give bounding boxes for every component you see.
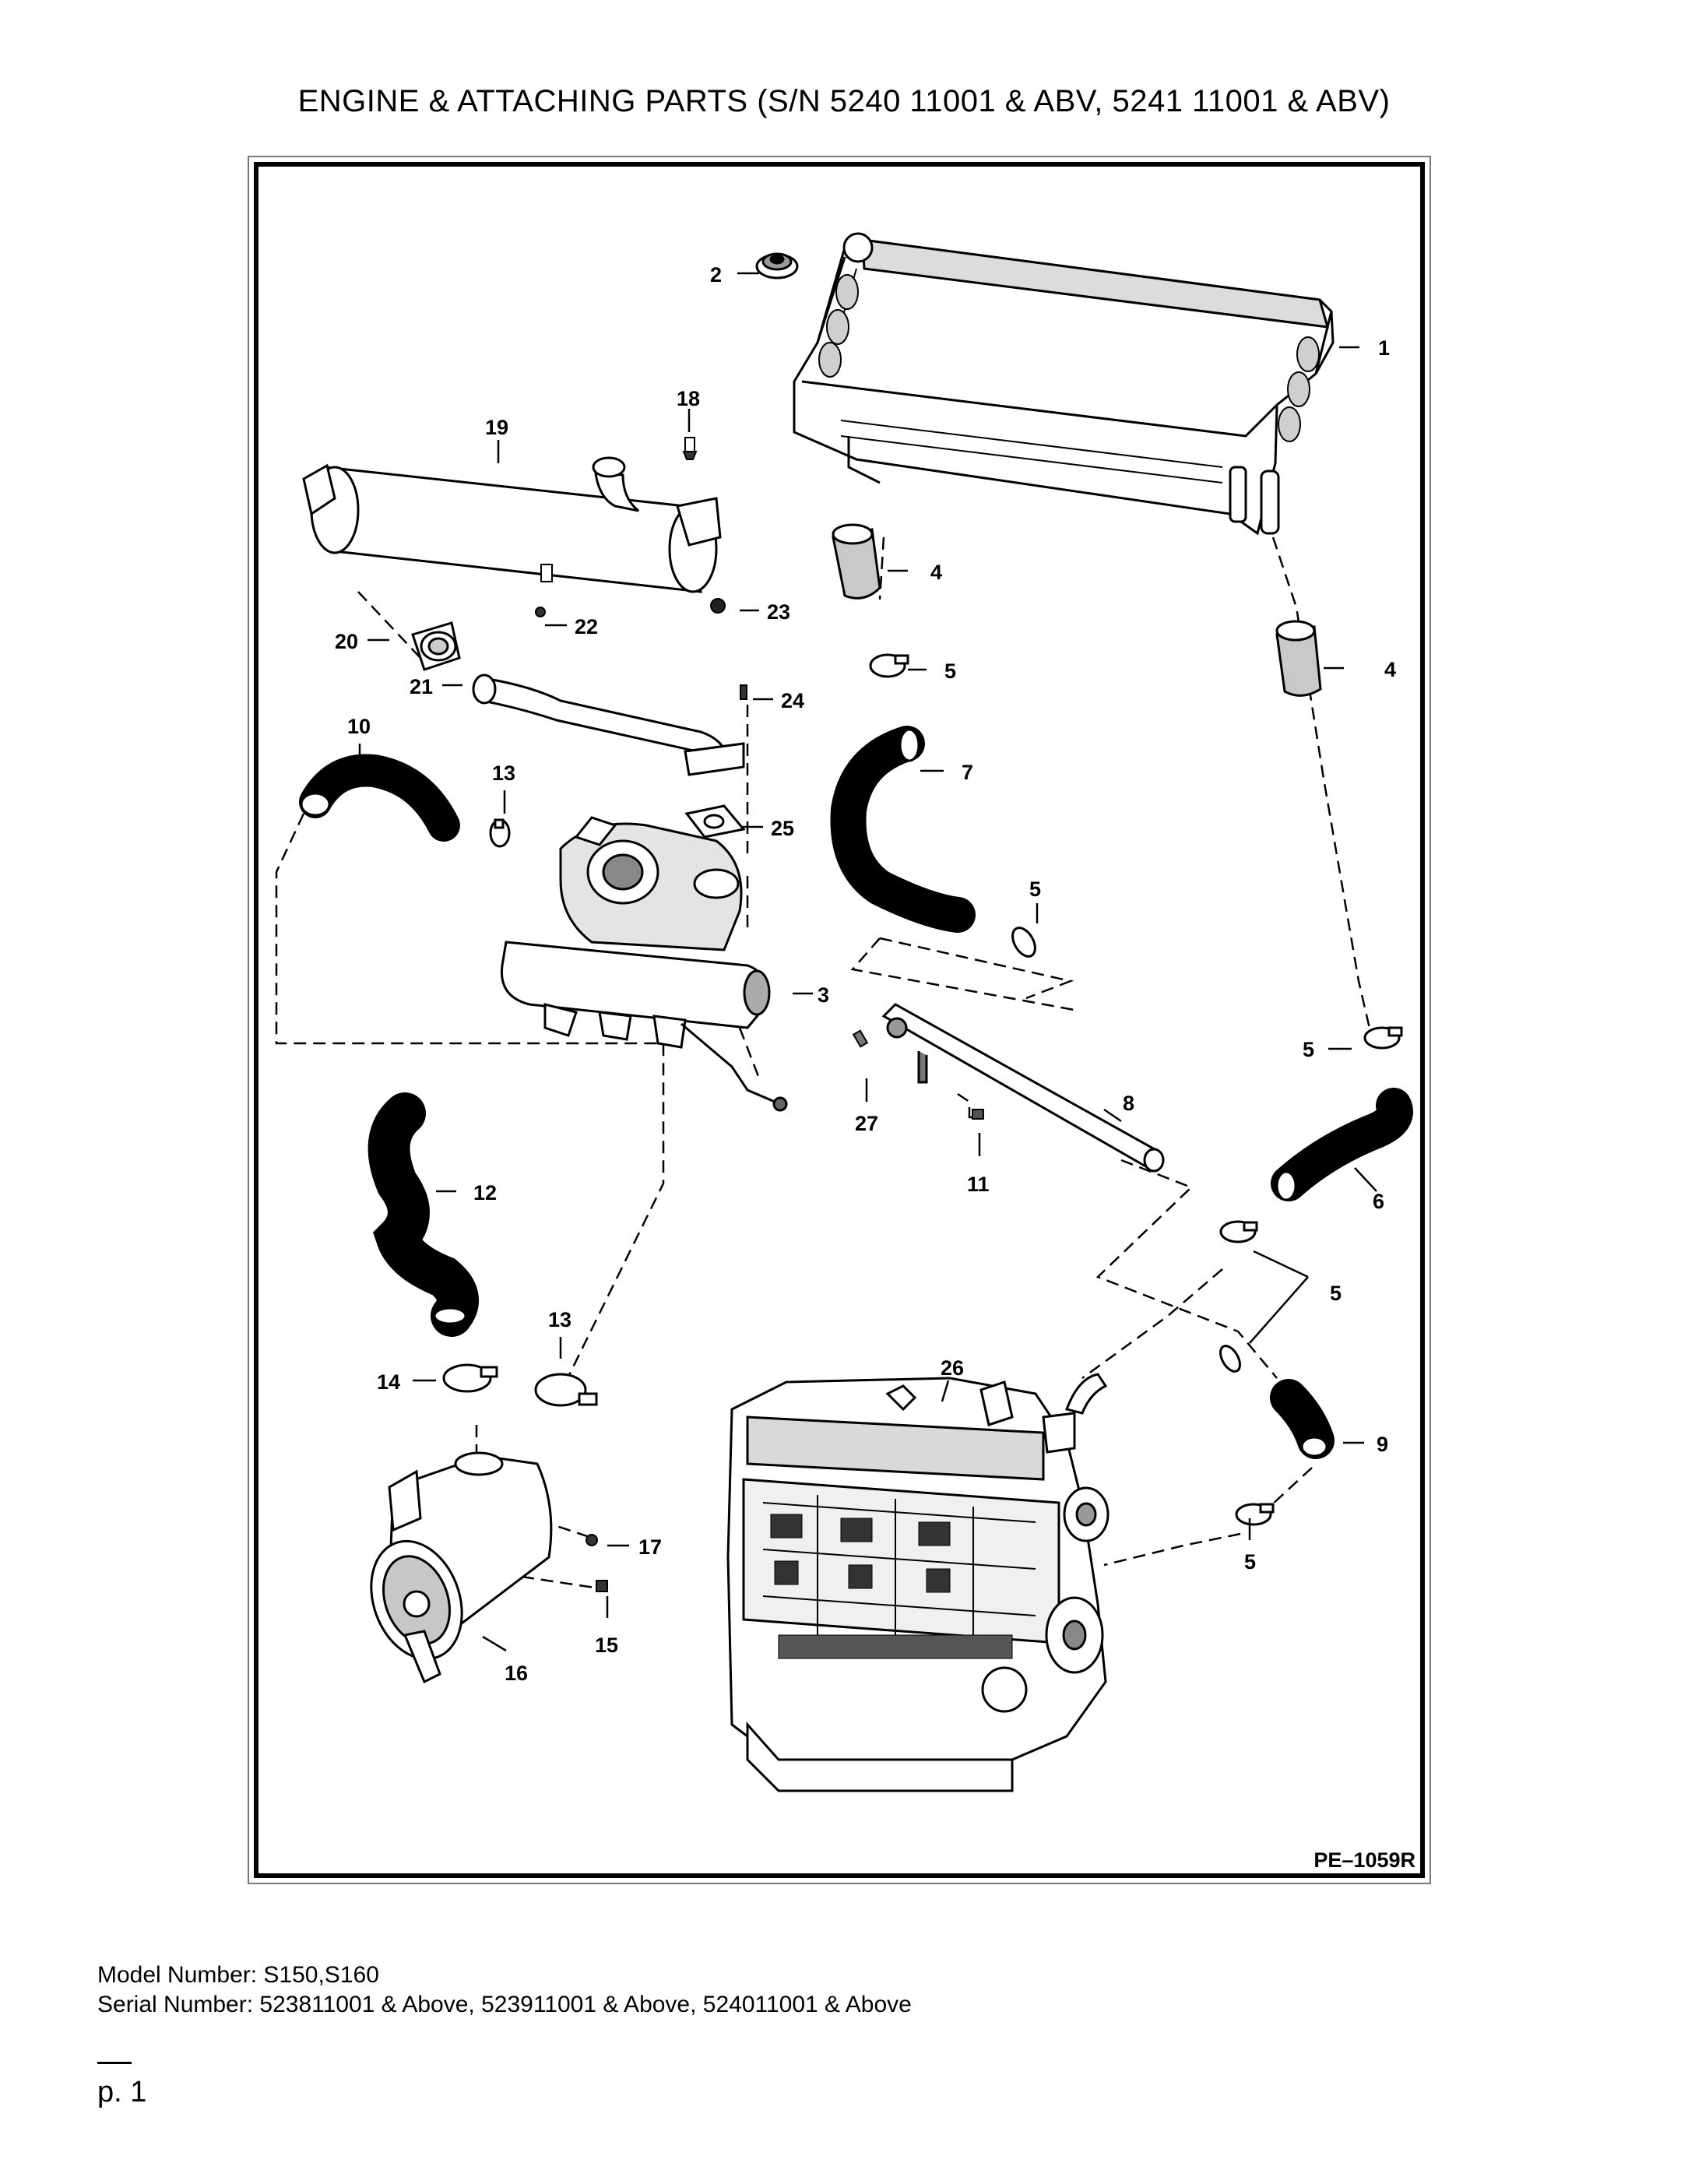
page-rule xyxy=(97,2062,132,2064)
hose-10 xyxy=(299,754,460,842)
callout-label: 11 xyxy=(967,1173,990,1196)
callout-label: 3 xyxy=(818,983,829,1007)
model-number: Model Number: S150,S160 xyxy=(97,1962,379,1988)
callout-label: 5 xyxy=(1330,1282,1342,1305)
callout-label: 6 xyxy=(1373,1190,1384,1213)
page-title: ENGINE & ATTACHING PARTS (S/N 5240 11001… xyxy=(297,84,1391,118)
hose-4-right xyxy=(1275,620,1322,697)
callout-label: 27 xyxy=(855,1112,878,1135)
callout-label: 14 xyxy=(377,1370,400,1394)
callout-label: 5 xyxy=(1029,877,1041,901)
callout-label: 4 xyxy=(930,561,942,584)
callout-label: 26 xyxy=(941,1356,964,1380)
drawing-id: PE–1059R xyxy=(1313,1848,1415,1872)
callout-label: 9 xyxy=(1377,1433,1388,1456)
exhaust-gasket xyxy=(684,804,746,839)
exhaust-pipe xyxy=(472,673,745,776)
hose-clamps xyxy=(442,653,1403,1526)
callout-label: 12 xyxy=(473,1181,497,1205)
hose-9 xyxy=(1270,1379,1335,1459)
canister-16 xyxy=(370,1451,553,1684)
muffler xyxy=(302,456,722,593)
hardware-fasteners xyxy=(535,437,984,1592)
callout-label: 5 xyxy=(1244,1550,1256,1574)
callout-label: 5 xyxy=(1303,1038,1314,1061)
callout-label: 19 xyxy=(485,416,508,439)
diagram-frame xyxy=(254,162,1425,1878)
callout-leaders xyxy=(358,272,1377,1652)
coolant-tube xyxy=(881,1003,1165,1173)
callout-label: 1 xyxy=(1378,336,1390,360)
callout-label: 4 xyxy=(1384,658,1396,681)
callout-label: 17 xyxy=(638,1535,662,1559)
engine-block xyxy=(726,1373,1110,1792)
callout-label: 7 xyxy=(962,761,973,784)
callout-label: 5 xyxy=(944,659,956,683)
callout-label: 13 xyxy=(548,1308,571,1331)
radiator xyxy=(793,232,1335,536)
callout-labels: 1 2 3 4 4 5 5 5 5 5 5 6 7 8 9 10 11 12 1… xyxy=(335,263,1396,1685)
callout-label: 21 xyxy=(410,675,433,698)
hose-6 xyxy=(1271,1088,1413,1201)
callout-label: 22 xyxy=(575,615,598,638)
callout-label: 13 xyxy=(492,761,515,785)
callout-label: 25 xyxy=(771,817,794,840)
callout-label: 24 xyxy=(781,689,804,712)
serial-number: Serial Number: 523811001 & Above, 523911… xyxy=(97,1992,912,2017)
callout-label: 20 xyxy=(335,630,358,653)
exhaust-clamp xyxy=(411,621,461,671)
exhaust-manifold xyxy=(500,816,788,1112)
callout-label: 23 xyxy=(767,600,790,624)
hose-7 xyxy=(830,726,976,933)
callout-label: 10 xyxy=(347,715,371,738)
callout-label: 8 xyxy=(1123,1092,1134,1115)
callout-label: 16 xyxy=(505,1662,528,1685)
callout-label: 18 xyxy=(677,387,700,410)
hose-12 xyxy=(367,1092,479,1337)
diagram-frame-outer xyxy=(248,156,1431,1884)
page-number: p. 1 xyxy=(97,2076,147,2108)
callout-label: 2 xyxy=(710,263,722,287)
callout-label: 15 xyxy=(595,1634,618,1657)
radiator-cap xyxy=(755,252,799,280)
hose-4-left xyxy=(832,523,881,600)
